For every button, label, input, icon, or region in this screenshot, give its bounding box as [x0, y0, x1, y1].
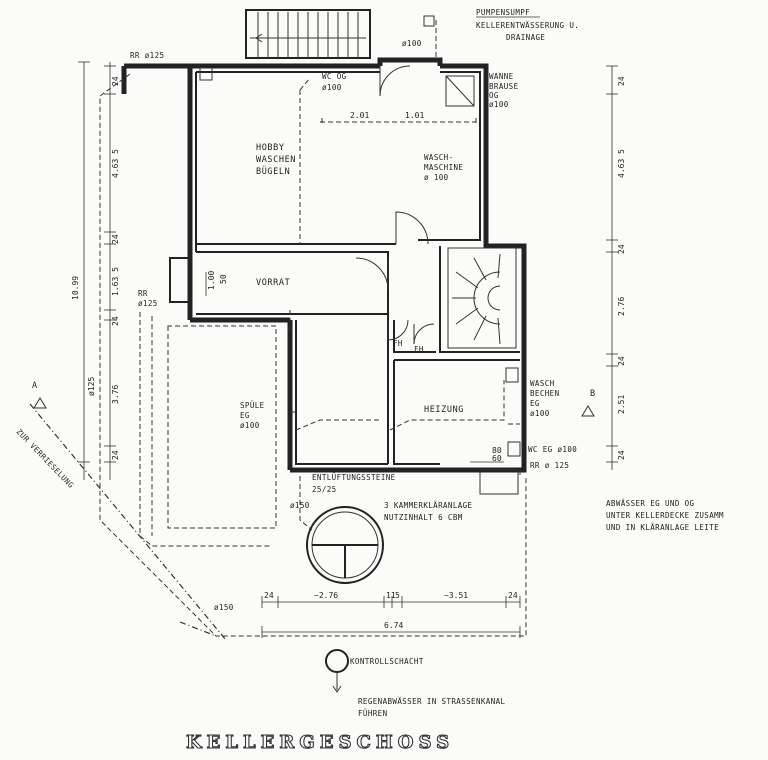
phi100-top-label: ø100	[402, 39, 422, 48]
dim-vorrat-100: 1.00	[207, 271, 216, 290]
waschmaschine-phi: ø 100	[424, 173, 449, 182]
rr125-top-label: RR ø125	[130, 51, 164, 60]
dim-left-24b: 24	[111, 234, 120, 244]
rr-left-label: RR	[138, 289, 148, 298]
dim-101: 1.01	[405, 111, 424, 120]
section-a-label: A	[32, 381, 38, 391]
kontrollschacht-label: KONTROLLSCHACHT	[350, 657, 424, 666]
verrieselung-label: ZUR VERRIESELUNG	[15, 427, 76, 490]
septic-tank	[306, 506, 384, 584]
dim-right-24b: 24	[617, 244, 626, 254]
rr-right-label: RR ø 125	[530, 461, 569, 470]
og-label: OG	[489, 91, 499, 100]
dim-vorrat-50: 50	[219, 274, 228, 284]
waschmaschine-line2: MASCHINE	[424, 163, 463, 172]
drainage-label: DRAINAGE	[506, 33, 545, 42]
pumpensumpf-label: PUMPENSUMPF	[476, 8, 530, 17]
wanne-phi-label: ø100	[489, 100, 509, 109]
dimension-lines	[78, 61, 618, 638]
waschmaschine-line1: WASCH-	[424, 153, 454, 162]
room-heizung: HEIZUNG	[424, 405, 464, 415]
dim-left-24c: 24	[111, 316, 120, 326]
dim-bottom-5: 5	[395, 591, 400, 600]
dim-heizung-60: 60	[492, 454, 502, 463]
wanne-label: WANNE	[489, 72, 514, 81]
drawing-title: KELLERGESCHOSS	[186, 732, 454, 753]
waschbecken-phi: ø100	[530, 409, 550, 418]
dim-bottom-24a: 24	[264, 591, 274, 600]
dim-heizung-80: 80	[492, 446, 502, 455]
entlueftung-line1: ENTLÜFTUNGSSTEINE	[312, 473, 396, 482]
dim-bottom-674: 6.74	[384, 621, 403, 630]
dim-left-376: 3.76	[111, 385, 120, 404]
waschbecken-line2: BECHEN	[530, 389, 560, 398]
room-hobby-line1: HOBBY	[256, 143, 285, 153]
dim-right-251: 2.51	[617, 395, 626, 414]
fh1-label: FH	[393, 339, 403, 348]
outside-stair	[245, 9, 371, 59]
klaer-line1: 3 KAMMERKLÄRANLAGE	[384, 501, 473, 510]
dim-right-24d: 24	[617, 450, 626, 460]
dim-201: 2.01	[350, 111, 369, 120]
abwaesser-line3: UND IN KLÄRANLAGE LEITE	[606, 523, 719, 532]
room-hobby-line3: BÜGELN	[256, 166, 290, 177]
phi150-mid-label: ø150	[290, 501, 310, 510]
spuele-line1: SPÜLE	[240, 401, 265, 410]
doors	[290, 65, 435, 413]
control-shaft	[325, 649, 349, 693]
abwaesser-line2: UNTER KELLERDECKE ZUSAMM	[606, 511, 724, 520]
dim-bottom-24b: 24	[508, 591, 518, 600]
phi150-bottom-label: ø150	[214, 603, 234, 612]
spuele-line2: EG	[240, 411, 250, 420]
dim-right-24c: 24	[617, 356, 626, 366]
section-lines	[29, 397, 595, 641]
inner-walls	[169, 71, 520, 465]
klaer-line2: NUTZINHALT 6 CBM	[384, 513, 463, 522]
spuele-phi: ø100	[240, 421, 260, 430]
dim-left-463: 4.63 5	[111, 149, 120, 178]
dim-bottom-351: ~3.51	[444, 591, 468, 600]
regen-line2: FÜHREN	[358, 709, 388, 718]
fh2-label: FH	[414, 345, 424, 354]
dim-left-24a: 24	[111, 76, 120, 86]
entlueftung-line2: 25/25	[312, 485, 337, 494]
wc-eg-label: WC EG ø100	[528, 445, 577, 454]
kellerentwaesserung-label: KELLERENTWÄSSERUNG U.	[476, 21, 579, 30]
dim-right-24a: 24	[617, 76, 626, 86]
labels: PUMPENSUMPF KELLERENTWÄSSERUNG U. DRAINA…	[15, 8, 724, 754]
dim-right-4635: 4.63 5	[617, 149, 626, 178]
waschbecken-line1: WASCH	[530, 379, 555, 388]
fixtures	[199, 15, 521, 495]
dim-right-276: 2.76	[617, 297, 626, 316]
dim-bottom-11: 11	[386, 591, 396, 600]
spiral-stair	[447, 247, 517, 349]
drainage-lines	[99, 20, 527, 637]
section-b-label: B	[590, 389, 596, 399]
abwaesser-line1: ABWÄSSER EG UND OG	[606, 499, 695, 508]
dim-left-phi125: ø125	[87, 377, 96, 396]
room-vorrat: VORRAT	[256, 278, 290, 288]
dim-left-24d: 24	[111, 450, 120, 460]
dim-bottom-276: ~2.76	[314, 591, 338, 600]
regen-line1: REGENABWÄSSER IN STRASSENKANAL	[358, 697, 506, 706]
rr-left-phi: ø125	[138, 299, 158, 308]
dim-left-total: 10.99	[71, 276, 80, 300]
brause-label: BRAUSE	[489, 82, 519, 91]
wc-og-label: WC OG	[322, 72, 347, 81]
room-hobby-line2: WASCHEN	[256, 155, 296, 165]
dim-left-1635: 1.63 5	[111, 267, 120, 296]
waschbecken-line3: EG	[530, 399, 540, 408]
wc-og-phi-label: ø100	[322, 83, 342, 92]
